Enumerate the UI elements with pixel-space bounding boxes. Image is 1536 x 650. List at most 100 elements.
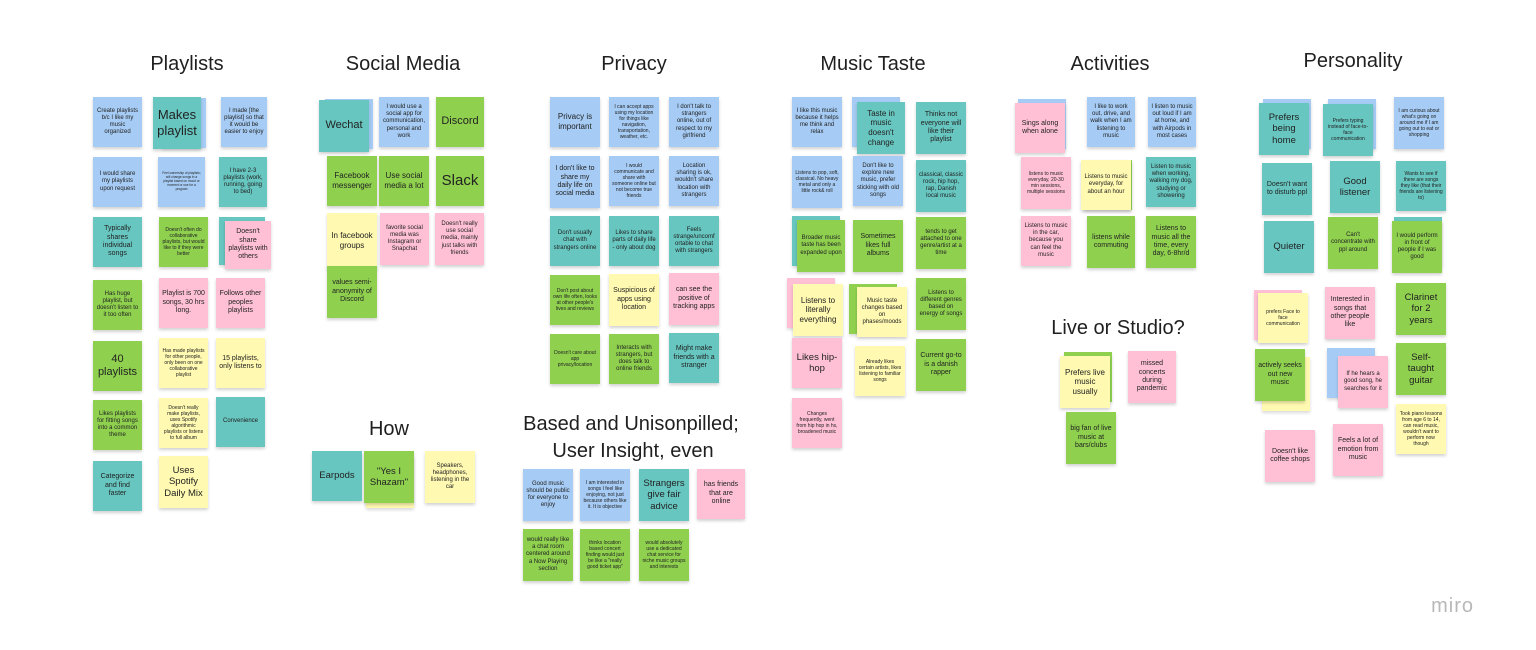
sticky-note[interactable]: Doesn't often do collaborative playlists…: [159, 217, 208, 267]
sticky-note[interactable]: I have 2-3 playlists (work, running, goi…: [219, 157, 267, 207]
sticky-note[interactable]: Prefers being home: [1259, 103, 1309, 155]
sticky-note[interactable]: Good listener: [1330, 161, 1380, 213]
sticky-note[interactable]: Took piano lessons from age 6 to 14, can…: [1396, 404, 1446, 454]
sticky-note[interactable]: Listens to music all the time, every day…: [1146, 216, 1196, 268]
sticky-note[interactable]: Listens to music everyday, for about an …: [1081, 160, 1131, 210]
sticky-note[interactable]: listens to music everyday, 20-30 min ses…: [1021, 157, 1071, 209]
sticky-note[interactable]: Current go-to is a danish rapper: [916, 339, 966, 391]
sticky-note[interactable]: In facebook groups: [327, 213, 377, 269]
sticky-note[interactable]: Doesn't really use social media, mainly …: [435, 213, 484, 265]
sticky-note[interactable]: I listen to music out loud if I am at ho…: [1148, 97, 1196, 147]
sticky-note[interactable]: Suspicious of apps using location: [609, 274, 659, 326]
sticky-note[interactable]: Use social media a lot: [379, 156, 429, 206]
sticky-note[interactable]: values semi-anonymity of Discord: [327, 266, 377, 318]
sticky-note[interactable]: Discord: [436, 97, 484, 147]
sticky-note[interactable]: Typically shares individual songs: [93, 217, 142, 267]
sticky-note[interactable]: Privacy is important: [550, 97, 600, 147]
sticky-note[interactable]: Feels strange/uncomfortable to chat with…: [669, 216, 719, 266]
sticky-note[interactable]: Wechat: [319, 100, 369, 152]
sticky-note[interactable]: I would perform in front of people if I …: [1392, 221, 1442, 273]
sticky-note[interactable]: Likes to share parts of daily life - onl…: [609, 216, 659, 266]
sticky-note[interactable]: I can accept apps using my location for …: [609, 97, 659, 147]
sticky-note[interactable]: I made [the playlist] so that it would b…: [221, 97, 267, 147]
sticky-note[interactable]: Interacts with strangers, but does talk …: [609, 334, 659, 384]
sticky-note[interactable]: If he hears a good song, he searches for…: [1338, 356, 1388, 408]
sticky-note[interactable]: Has made playlists for other people, onl…: [159, 338, 208, 388]
sticky-note[interactable]: 15 playlists, only listens to: [216, 338, 265, 388]
sticky-note[interactable]: I like to work out, drive, and walk when…: [1087, 97, 1135, 147]
sticky-note[interactable]: big fan of live music at bars/clubs: [1066, 412, 1116, 464]
sticky-note[interactable]: Likes hip-hop: [792, 338, 842, 388]
sticky-note[interactable]: Interested in songs that other people li…: [1325, 287, 1375, 339]
sticky-note[interactable]: Doesn't care about app privacy/location: [550, 334, 600, 384]
sticky-note[interactable]: Categorize and find faster: [93, 461, 142, 511]
sticky-note[interactable]: Prefers typing instead of face-to-face c…: [1323, 104, 1373, 156]
sticky-note[interactable]: Facebook messenger: [327, 156, 377, 206]
sticky-note[interactable]: Listens to pop, soft, classical. No heav…: [792, 156, 842, 208]
sticky-note[interactable]: Already likes certain artists, likes lis…: [855, 346, 905, 396]
sticky-note[interactable]: Location sharing is ok, wouldn't share l…: [669, 156, 719, 206]
sticky-note[interactable]: Changes frequently, went from hip hop in…: [792, 398, 842, 448]
sticky-note[interactable]: Thinks not everyone will like their play…: [916, 102, 966, 154]
sticky-note[interactable]: Don't post about own life often, looks a…: [550, 275, 600, 325]
sticky-note[interactable]: Listen to music when working, walking my…: [1146, 157, 1196, 207]
sticky-note[interactable]: Sings along when alone: [1015, 103, 1065, 153]
sticky-note[interactable]: Prefers live music usually: [1060, 356, 1110, 408]
sticky-note[interactable]: I am interested in songs I feel like enj…: [580, 469, 630, 521]
sticky-note[interactable]: actively seeks out new music: [1255, 349, 1305, 401]
sticky-note[interactable]: Doesn't really make playlists, uses Spot…: [159, 398, 208, 448]
sticky-note[interactable]: Create playlists b/c I like my music org…: [93, 97, 142, 147]
sticky-note[interactable]: Might make friends with a stranger: [669, 333, 719, 383]
sticky-note[interactable]: I don't talk to strangers online, out of…: [669, 97, 719, 147]
sticky-note[interactable]: Doesn't share playlists with others: [225, 221, 271, 269]
sticky-note[interactable]: Music taste changes based on phases/mood…: [857, 287, 907, 337]
sticky-note[interactable]: I would use a social app for communicati…: [379, 97, 429, 147]
sticky-note[interactable]: Speakers, headphones, listening in the c…: [425, 451, 475, 503]
sticky-note[interactable]: Broader music taste has been expanded up…: [797, 220, 845, 272]
sticky-note[interactable]: Wants to see if there are songs they lik…: [1396, 161, 1446, 211]
sticky-note[interactable]: Listens to different genres based on ene…: [916, 278, 966, 330]
sticky-note[interactable]: Self-taught guitar: [1396, 343, 1446, 395]
sticky-note[interactable]: classical, classic rock, hip hop, rap, D…: [916, 160, 966, 212]
sticky-note[interactable]: 40 playlists: [93, 341, 142, 391]
sticky-note[interactable]: Don't like to explore new music, prefer …: [853, 156, 903, 206]
sticky-note[interactable]: prefers Face to face communication: [1258, 293, 1308, 343]
sticky-note[interactable]: Follows other peoples playlists: [216, 278, 265, 328]
sticky-note[interactable]: Good music should be public for everyone…: [523, 469, 573, 521]
sticky-note[interactable]: Feel ownership of playlists; will change…: [158, 157, 205, 207]
sticky-note[interactable]: "Yes I Shazam": [364, 451, 414, 503]
sticky-note[interactable]: Slack: [436, 156, 484, 206]
sticky-note[interactable]: Listens to literally everything: [793, 284, 843, 336]
sticky-note[interactable]: I like this music because it helps me th…: [792, 97, 842, 147]
sticky-note[interactable]: Feels a lot of emotion from music: [1333, 424, 1383, 476]
sticky-note[interactable]: thinks location based concert finding wo…: [580, 529, 630, 581]
sticky-note[interactable]: Makes playlist: [153, 97, 201, 149]
sticky-note[interactable]: tends to get attached to one genre/artis…: [916, 217, 966, 269]
sticky-note[interactable]: Clarinet for 2 years: [1396, 283, 1446, 335]
sticky-note[interactable]: listens while commuting: [1087, 216, 1135, 268]
sticky-note[interactable]: would really like a chat room centered a…: [523, 529, 573, 581]
sticky-note[interactable]: would absolutely use a dedicated chat se…: [639, 529, 689, 581]
sticky-note[interactable]: Strangers give fair advice: [639, 469, 689, 521]
sticky-note[interactable]: missed concerts during pandemic: [1128, 351, 1176, 403]
sticky-note[interactable]: I would communicate and share with someo…: [609, 156, 659, 206]
sticky-note[interactable]: I am curious about what's going on aroun…: [1394, 97, 1444, 149]
sticky-note[interactable]: Earpods: [312, 451, 362, 501]
sticky-note[interactable]: Convenience: [216, 397, 265, 447]
sticky-note[interactable]: favorite social media was Instagram or S…: [380, 213, 429, 265]
sticky-note[interactable]: Listens to music in the car, because you…: [1021, 216, 1071, 266]
sticky-note[interactable]: Taste in music doesn't change: [857, 102, 905, 154]
sticky-note[interactable]: Can't concentrate with ppl around: [1328, 217, 1378, 269]
sticky-note[interactable]: Doesn't like coffee shops: [1265, 430, 1315, 482]
sticky-note[interactable]: Sometimes likes full albums: [853, 220, 903, 272]
sticky-note[interactable]: can see the positive of tracking apps: [669, 273, 719, 325]
sticky-note[interactable]: has friends that are online: [697, 469, 745, 519]
sticky-note[interactable]: Playlist is 700 songs, 30 hrs long.: [159, 278, 208, 328]
sticky-note[interactable]: Uses Spotify Daily Mix: [159, 456, 208, 508]
sticky-note[interactable]: I don't like to share my daily life on s…: [550, 156, 600, 208]
sticky-note[interactable]: Doesn't want to disturb ppl: [1262, 163, 1312, 215]
sticky-note[interactable]: Likes playlists for fitting songs into a…: [93, 400, 142, 450]
sticky-note[interactable]: I would share my playlists upon request: [93, 157, 142, 207]
sticky-note[interactable]: Don't usually chat with strangers online: [550, 216, 600, 266]
